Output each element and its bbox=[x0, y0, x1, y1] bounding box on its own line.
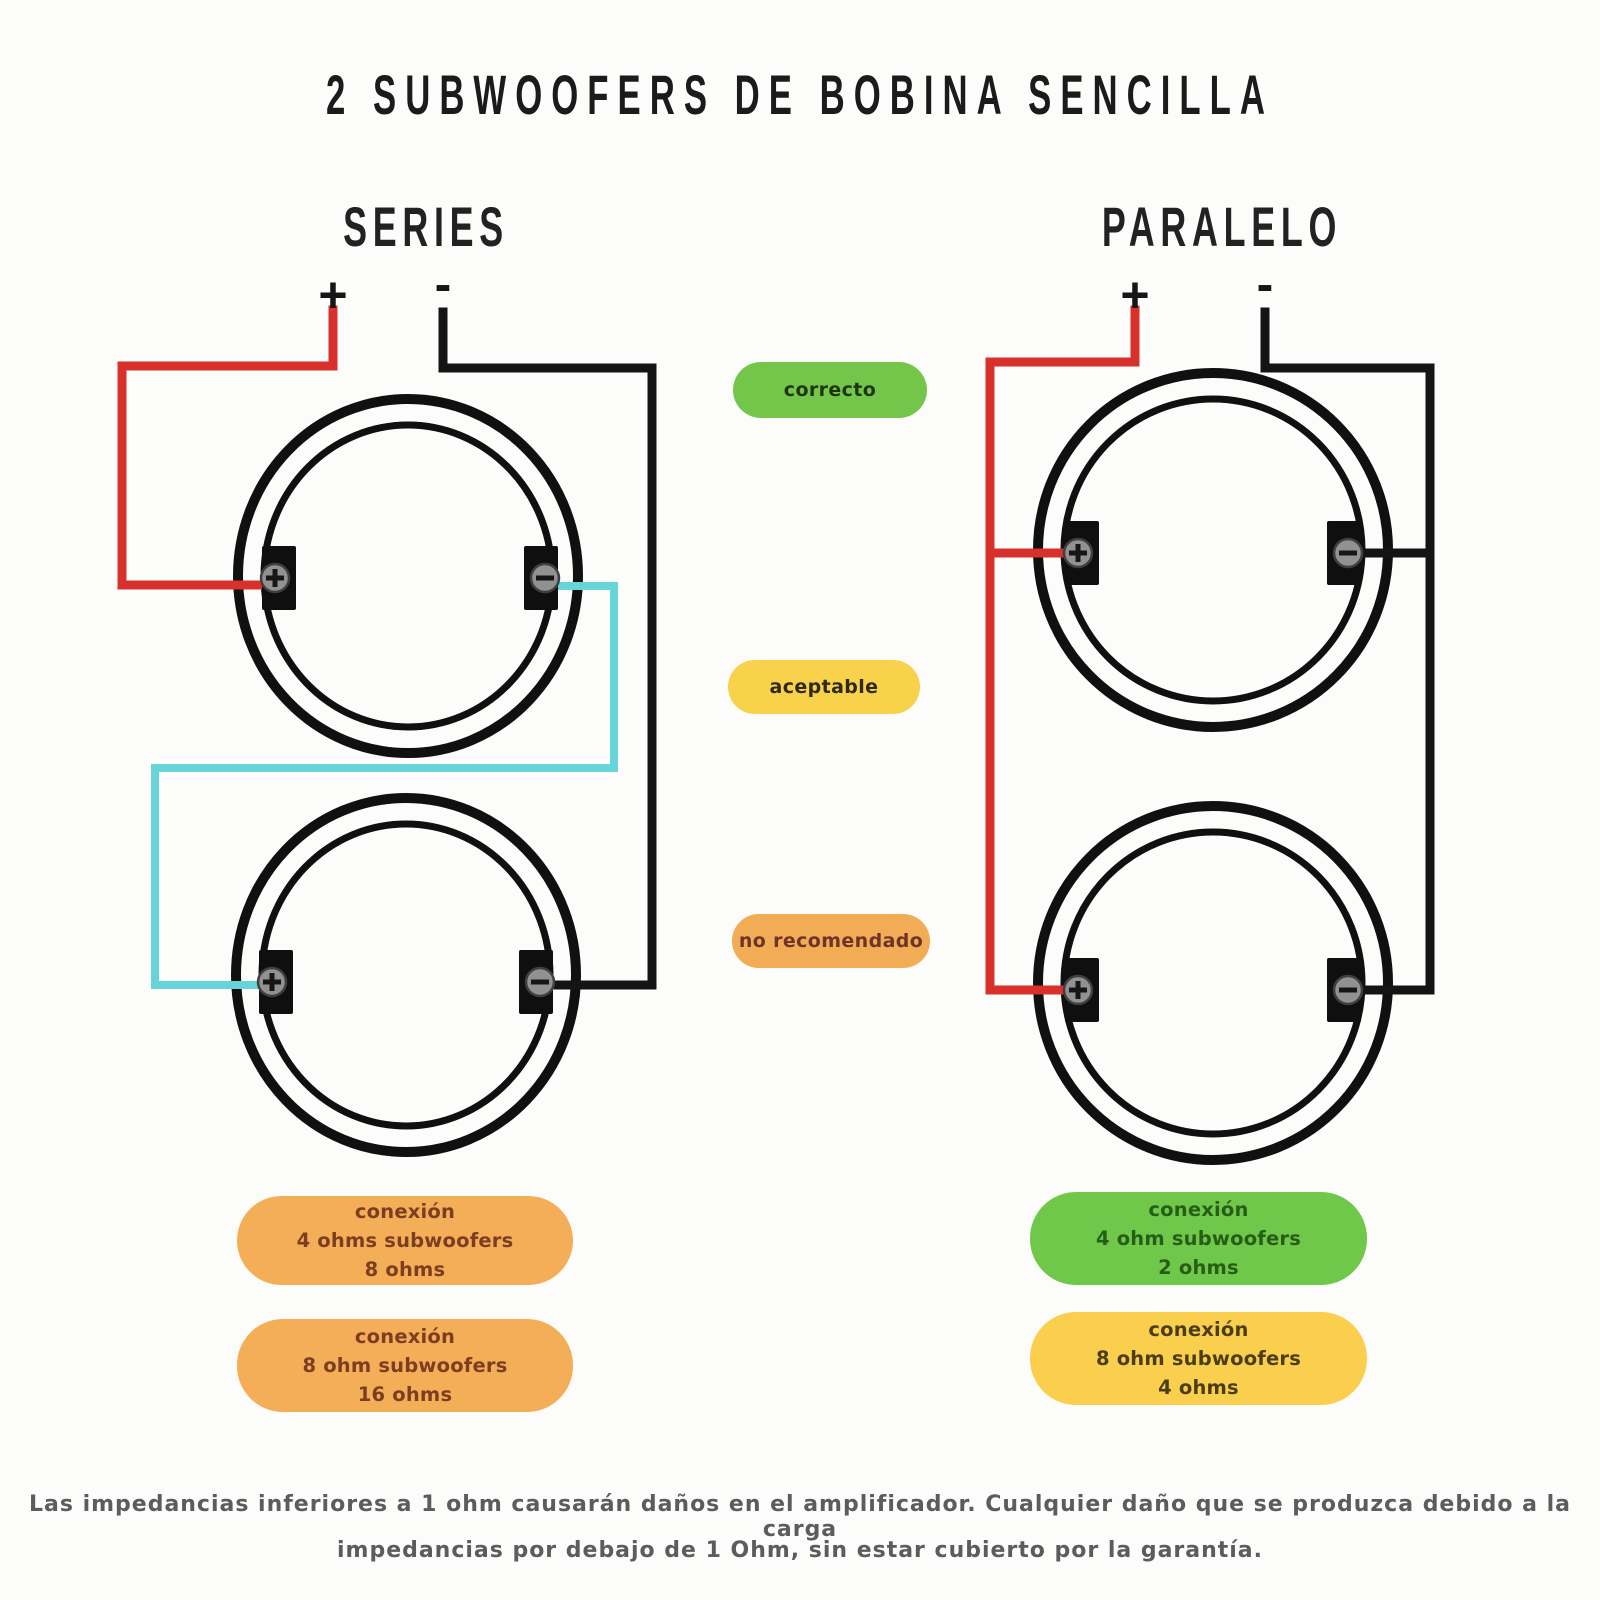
legend-label-aceptable: aceptable bbox=[769, 676, 879, 698]
series-negative-wire bbox=[438, 307, 657, 990]
card-line: 4 ohm subwoofers bbox=[1095, 1227, 1302, 1250]
card-line: conexión bbox=[1148, 1198, 1249, 1221]
heading-paralelo: PARALELO bbox=[1101, 195, 1343, 258]
card-line: 2 ohms bbox=[1158, 1256, 1239, 1279]
plus-terminal-icon-series-top bbox=[261, 546, 296, 610]
plus-terminal-icon-series-bottom bbox=[258, 950, 293, 1014]
disclaimer-line-2: impedancias por debajo de 1 Ohm, sin est… bbox=[337, 1538, 1263, 1563]
card-line: 4 ohms bbox=[1158, 1376, 1239, 1399]
plus-terminal-icon-paralelo-bottom bbox=[1064, 958, 1099, 1022]
minus-terminal-icon-paralelo-top bbox=[1327, 521, 1362, 585]
card-line: conexión bbox=[1148, 1318, 1249, 1341]
card-series-4ohm: conexión 4 ohms subwoofers 8 ohms bbox=[237, 1196, 573, 1285]
paralelo-negative-trunk bbox=[1260, 307, 1435, 995]
series-positive-wire bbox=[117, 305, 338, 590]
card-paralelo-4ohm: conexión 4 ohm subwoofers 2 ohms bbox=[1030, 1192, 1367, 1285]
paralelo-positive-wire bbox=[985, 305, 1140, 995]
subwoofer-paralelo-bottom bbox=[1033, 801, 1393, 1165]
card-line: 4 ohms subwoofers bbox=[296, 1229, 514, 1252]
card-line: conexión bbox=[354, 1200, 456, 1223]
minus-terminal-icon-paralelo-bottom bbox=[1327, 958, 1362, 1022]
minus-terminal-icon-series-top bbox=[524, 546, 559, 610]
legend-pill-correcto: correcto bbox=[733, 362, 927, 418]
paralelo-minus-label: - bbox=[1256, 256, 1274, 312]
paralelo-plus-label: + bbox=[1120, 267, 1150, 323]
legend-pill-aceptable: aceptable bbox=[728, 660, 920, 714]
legend-label-correcto: correcto bbox=[783, 379, 877, 401]
page-title: 2 SUBWOOFERS DE BOBINA SENCILLA bbox=[326, 63, 1274, 126]
heading-series: SERIES bbox=[343, 195, 509, 258]
legend-pill-no-recomendado: no recomendado bbox=[732, 914, 930, 968]
series-minus-label: - bbox=[434, 256, 452, 312]
card-paralelo-8ohm: conexión 8 ohm subwoofers 4 ohms bbox=[1030, 1312, 1367, 1405]
disclaimer-line-1: Las impedancias inferiores a 1 ohm causa… bbox=[29, 1492, 1571, 1542]
card-line: 8 ohms bbox=[364, 1258, 446, 1281]
legend-label-no-recomendado: no recomendado bbox=[738, 930, 924, 952]
card-line: conexión bbox=[354, 1325, 456, 1348]
card-line: 8 ohm subwoofers bbox=[1095, 1347, 1302, 1370]
card-series-8ohm: conexión 8 ohm subwoofers 16 ohms bbox=[237, 1319, 573, 1412]
plus-terminal-icon-paralelo-top bbox=[1064, 521, 1099, 585]
series-bridge-wire bbox=[151, 582, 618, 989]
minus-terminal-icon-series-bottom bbox=[519, 950, 554, 1014]
card-line: 8 ohm subwoofers bbox=[302, 1354, 508, 1377]
card-line: 16 ohms bbox=[357, 1383, 453, 1406]
paralelo-negative-wire bbox=[1260, 307, 1435, 995]
paralelo-positive-trunk bbox=[985, 305, 1140, 995]
series-plus-label: + bbox=[318, 267, 348, 323]
